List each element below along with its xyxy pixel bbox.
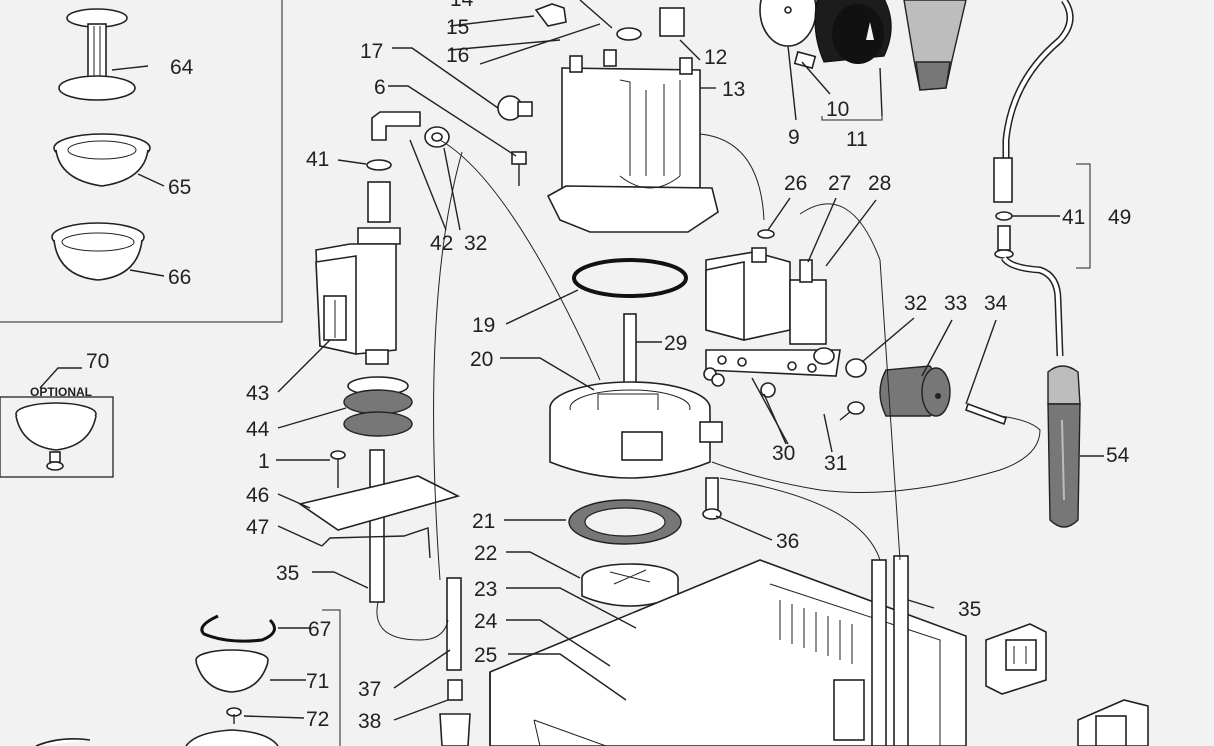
label-16: 16 [446,44,469,67]
label-26: 26 [784,172,807,195]
boiler-assembly [479,3,723,718]
machine-frame [489,555,967,746]
label-23: 23 [474,578,497,601]
label-54: 54 [1106,444,1130,467]
leader-lines [39,0,1104,721]
label-44: 44 [246,418,270,441]
label-71: 71 [306,670,329,693]
label-35-left: 35 [276,562,299,585]
bottom-left-parts [35,609,341,746]
label-43: 43 [246,382,269,405]
part-66-filter-basket [51,222,145,281]
electrical-parts [985,623,1149,746]
label-32-right: 32 [904,292,927,315]
label-38: 38 [358,710,381,733]
label-41-left: 41 [306,148,329,171]
label-37: 37 [358,678,381,701]
label-34: 34 [984,292,1008,315]
label-25: 25 [474,644,497,667]
label-29: 29 [664,332,687,355]
label-66: 66 [168,266,191,289]
label-17: 17 [360,40,383,63]
label-70: 70 [86,350,109,373]
part-65-filter-basket [53,133,151,187]
label-27: 27 [828,172,851,195]
solenoid-valve-assembly [703,229,1008,426]
label-1: 1 [258,450,270,473]
label-12: 12 [704,46,727,69]
label-13: 13 [722,78,745,101]
label-11: 11 [846,128,868,151]
label-46: 46 [246,484,269,507]
label-20: 20 [470,348,493,371]
label-31: 31 [824,452,847,475]
hoses [376,133,1041,641]
label-30: 30 [772,442,795,465]
label-42: 42 [430,232,453,255]
callout-labels: 14 15 16 17 6 12 13 9 10 11 41 42 32 64 … [30,0,1131,733]
label-9: 9 [788,126,800,149]
label-6: 6 [374,76,386,99]
label-21: 21 [472,510,495,533]
label-22: 22 [474,542,497,565]
top-right-parts [759,0,967,91]
label-24: 24 [474,610,498,633]
label-72: 72 [306,708,329,731]
label-35-right: 35 [958,598,981,621]
label-67: 67 [308,618,331,641]
inset-filter-box [0,0,283,323]
label-32-left: 32 [464,232,487,255]
pump-assembly [298,111,471,746]
label-19: 19 [472,314,495,337]
label-65: 65 [168,176,191,199]
label-49: 49 [1108,206,1131,229]
part-64-tamper [58,8,136,101]
label-28: 28 [868,172,891,195]
label-64: 64 [170,56,194,79]
optional-label: OPTIONAL [30,385,92,399]
label-41-right: 41 [1062,206,1085,229]
label-47: 47 [246,516,269,539]
label-36: 36 [776,530,799,553]
label-33: 33 [944,292,967,315]
label-10: 10 [826,98,849,121]
steam-wand-assembly [993,0,1091,528]
optional-filter-box [0,396,114,478]
label-14: 14 [450,0,474,11]
label-15: 15 [446,16,469,39]
